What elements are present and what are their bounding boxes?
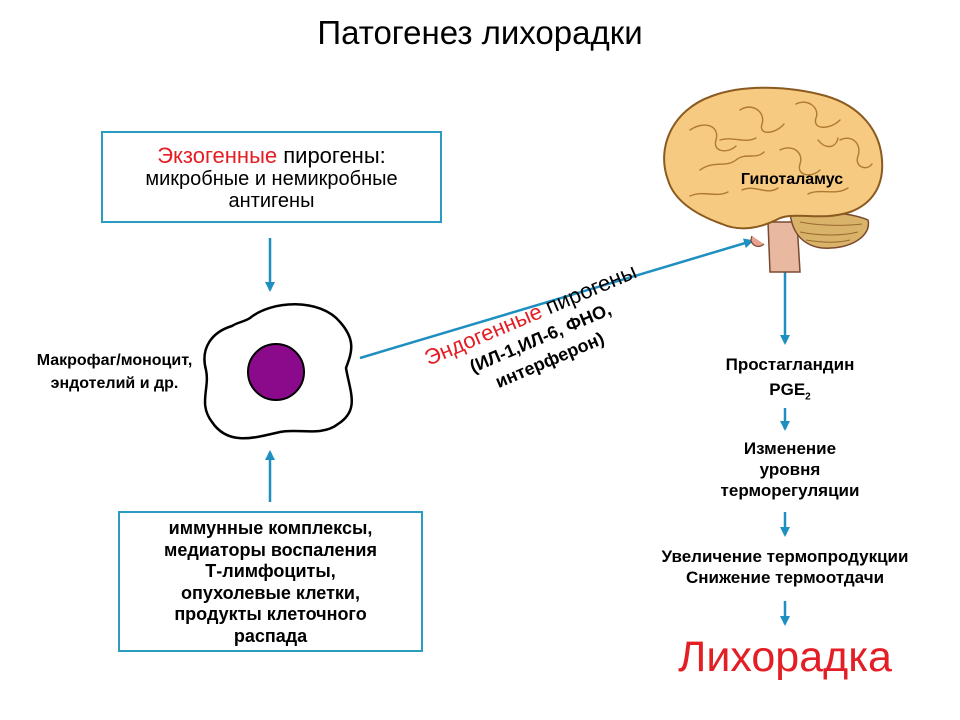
inducer-item: продукты клеточного: [174, 604, 367, 624]
change-line2: уровня: [759, 460, 821, 479]
increase-line2: Снижение термоотдачи: [685, 568, 885, 587]
change-line1: Изменение: [743, 439, 837, 458]
pge-subscript: 2: [805, 391, 811, 403]
brain-icon: [663, 86, 884, 273]
step-prostaglandin: Простагландин PGE2: [690, 352, 890, 409]
step-heat-balance: Увеличение термопродукции Снижение термо…: [600, 546, 960, 588]
inducer-item: медиаторы воспаления: [164, 539, 377, 560]
nucleus-icon: [247, 343, 305, 401]
cell-label: Макрофаг/моноцит, эндотелий и др.: [22, 349, 207, 395]
change-line3: терморегуляции: [720, 481, 860, 500]
page-title: Патогенез лихорадки: [317, 14, 643, 51]
exogenous-pyrogens-box: Экзогенные пирогены: микробные и немикро…: [101, 131, 442, 223]
fever-result: Лихорадка: [678, 633, 892, 681]
inducer-item: Т-лимфоциты,: [205, 561, 336, 581]
cell-label-line2: эндотелий и др.: [50, 375, 179, 392]
other-inducers-box: иммунные комплексы, медиаторы воспаления…: [118, 511, 423, 652]
inducer-item: распада: [233, 625, 308, 646]
prostaglandin-line1: Простагландин: [725, 355, 855, 374]
exogenous-word: Экзогенные: [157, 143, 278, 168]
macrophage-cell-icon: [203, 303, 353, 440]
inducer-item: иммунные комплексы,: [168, 518, 373, 538]
step-thermoregulation-change: Изменение уровня терморегуляции: [680, 438, 900, 501]
cell-label-line1: Макрофаг/моноцит,: [36, 352, 193, 369]
increase-line1: Увеличение термопродукции: [661, 547, 909, 566]
inducer-item: опухолевые клетки,: [181, 582, 360, 603]
pge-label: PGE: [769, 380, 806, 399]
hypothalamus-label: Гипоталамус: [740, 171, 844, 188]
arrow-cell-to-hypothalamus: [359, 238, 754, 360]
exogenous-rest: пирогены:: [277, 143, 386, 168]
exogenous-line2: микробные и немикробные: [145, 168, 398, 190]
exogenous-line3: антигены: [228, 190, 315, 212]
